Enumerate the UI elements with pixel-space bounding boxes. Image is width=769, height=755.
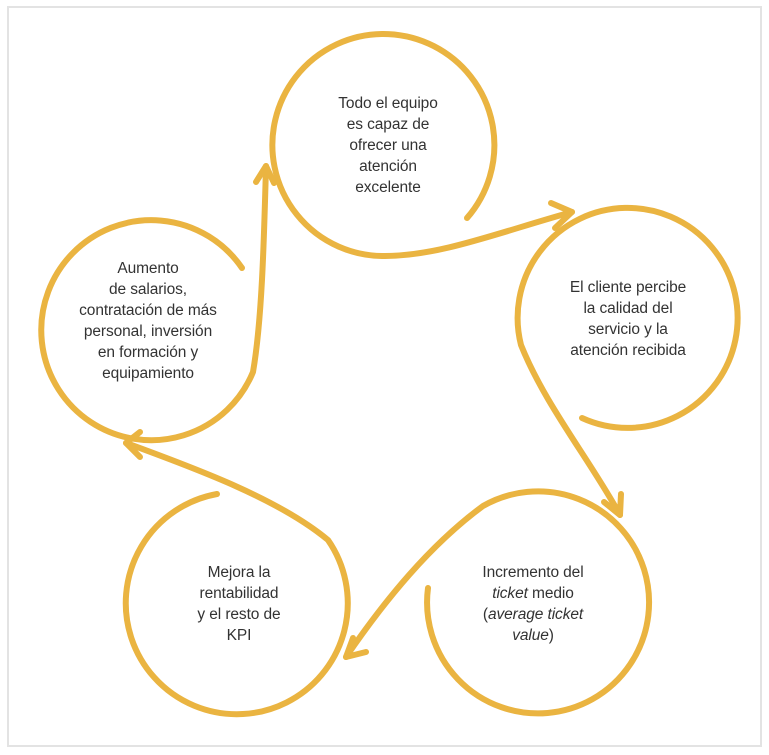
node-investment-loop <box>38 163 277 444</box>
node-ticket-loop <box>343 488 652 717</box>
node-profit-line: KPI <box>226 627 252 644</box>
node-ticket-line: value) <box>443 625 623 646</box>
node-ticket-label: Incremento del ticket medio (average tic… <box>443 562 623 646</box>
node-client-line: la calidad del <box>583 300 673 317</box>
node-client-loop <box>514 204 741 518</box>
diagram-frame <box>7 6 762 747</box>
node-ticket-line: ticket medio <box>443 583 623 604</box>
node-profit-line: Mejora la <box>207 564 271 581</box>
arrowhead-icon <box>253 163 277 186</box>
node-ticket-line: (average ticket <box>443 604 623 625</box>
node-client-line: servicio y la <box>588 321 668 338</box>
node-client-line: atención recibida <box>570 342 686 359</box>
arrowhead-icon <box>123 429 143 460</box>
node-profit-line: y el resto de <box>197 606 281 623</box>
italic-term: ticket <box>492 585 528 602</box>
node-profit-loop <box>122 429 351 718</box>
node-team-loop <box>269 31 575 260</box>
node-investment-line: equipamiento <box>102 365 194 382</box>
node-profit-line: rentabilidad <box>199 585 279 602</box>
arrowhead-icon <box>548 200 575 231</box>
node-ticket-line: Incremento del <box>443 562 623 583</box>
node-client-line: El cliente percibe <box>569 279 687 296</box>
italic-term: value <box>512 627 549 644</box>
node-investment-line: Aumento <box>117 260 179 277</box>
node-profit-label: Mejora la rentabilidad y el resto de KPI <box>149 562 329 646</box>
italic-term: average ticket <box>487 606 584 623</box>
node-investment-line: personal, inversión <box>83 323 213 340</box>
node-client-label: El cliente percibe la calidad del servic… <box>538 277 718 361</box>
node-team-line: es capaz de <box>346 116 430 133</box>
node-investment-label: Aumento de salarios, contratación de más… <box>58 258 238 384</box>
node-team-line: excelente <box>355 179 421 196</box>
text-run: ) <box>548 627 554 644</box>
text-run: medio <box>527 585 574 602</box>
node-investment-line: de salarios, <box>108 281 188 298</box>
node-team-line: Todo el equipo <box>338 95 438 112</box>
arrowhead-icon <box>601 491 624 518</box>
node-team-line: ofrecer una <box>349 137 427 154</box>
arrowhead-icon <box>343 635 369 660</box>
node-investment-line: contratación de más <box>79 302 217 319</box>
node-investment-line: en formación y <box>97 344 199 361</box>
node-team-label: Todo el equipo es capaz de ofrecer una a… <box>298 93 478 198</box>
text-run: ( <box>482 606 488 623</box>
node-team-line: atención <box>359 158 417 175</box>
text-run: Incremento del <box>482 564 584 581</box>
